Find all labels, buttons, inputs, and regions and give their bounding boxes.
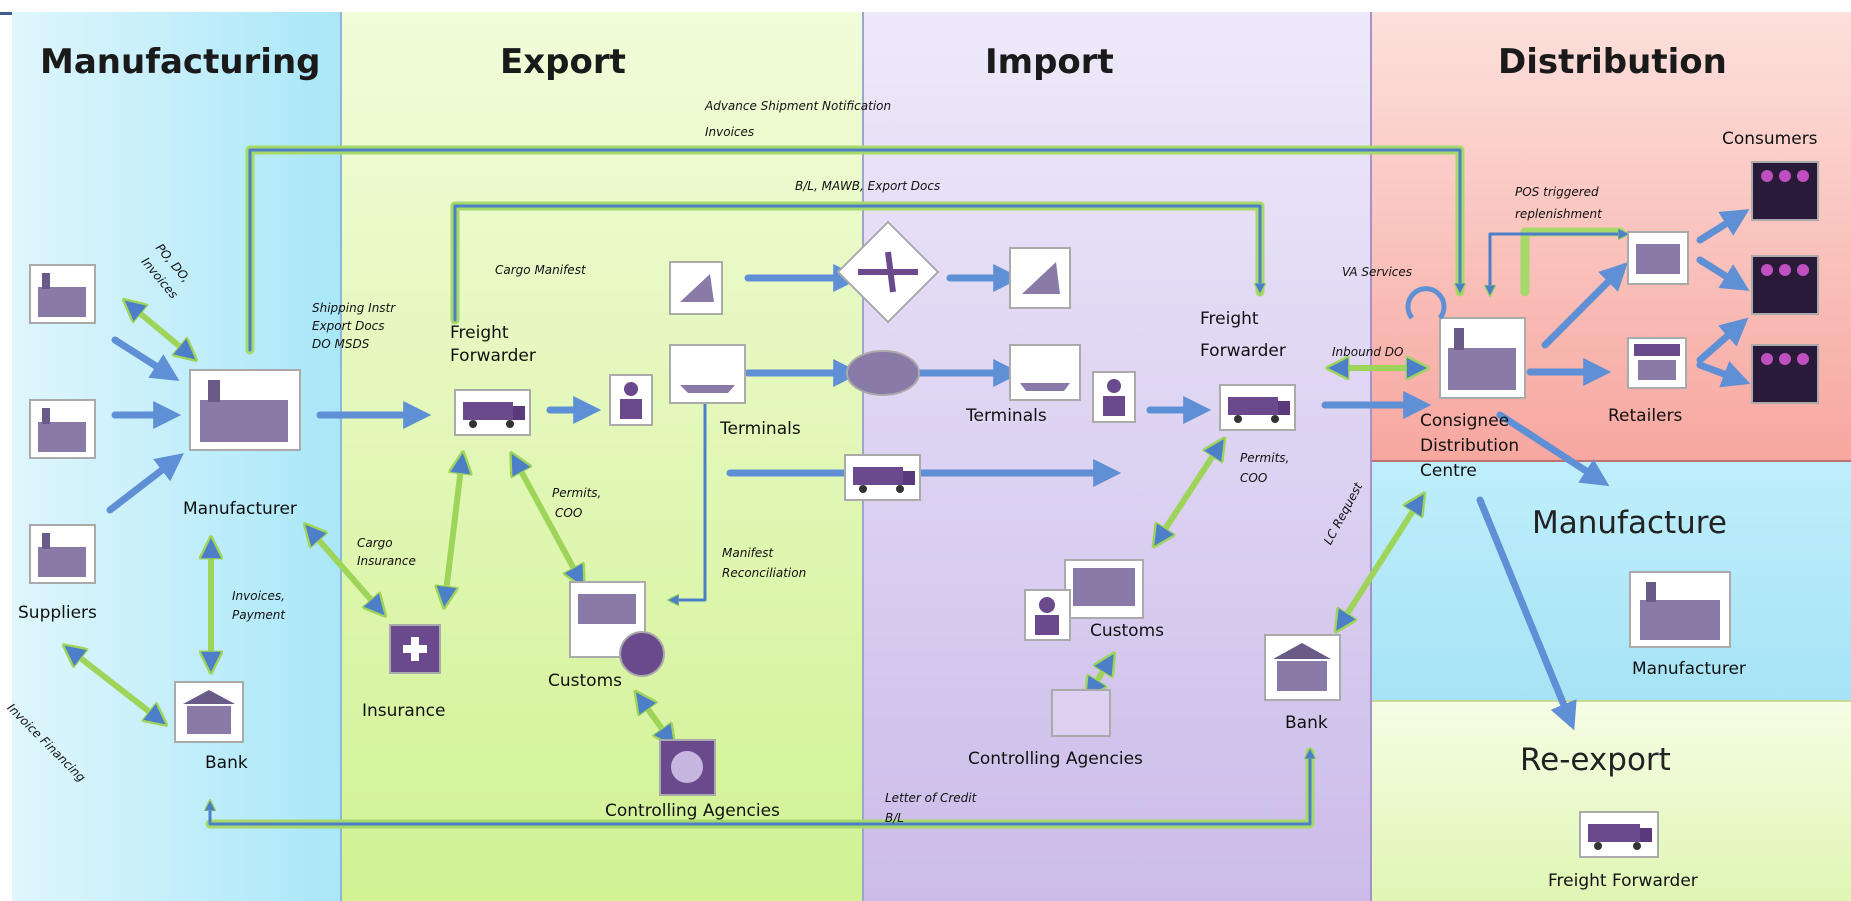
bank-icon-right	[1264, 634, 1341, 701]
bank-icon-left	[174, 681, 244, 743]
label-freight-forwarder-import-2: Forwarder	[1200, 341, 1286, 361]
agency-box-icon-import	[1051, 689, 1111, 737]
factory-icon-manufacturer	[189, 369, 301, 451]
label-insurance: Insurance	[362, 701, 446, 721]
label-consignee-3: Centre	[1420, 461, 1477, 481]
store-icon	[1627, 231, 1689, 285]
ship-icon-center	[846, 350, 920, 396]
label-controlling-agencies-import: Controlling Agencies	[968, 749, 1143, 769]
va-services-loop-icon	[1405, 286, 1447, 320]
note-loc-1: Letter of Credit	[885, 791, 977, 805]
factory-icon-supplier-3	[29, 524, 96, 584]
factory-icon-supplier-1	[29, 264, 96, 324]
note-va-services: VA Services	[1342, 265, 1413, 279]
note-asn-1: Advance Shipment Notification	[705, 99, 892, 113]
factory-icon-manufacture-zone	[1629, 571, 1731, 648]
note-invoices-pay-1: Invoices,	[232, 589, 285, 603]
lion-icon-agency-export	[659, 739, 716, 796]
label-terminals-export: Terminals	[720, 419, 801, 439]
truck-icon-import	[1219, 384, 1296, 431]
note-pos-1: POS triggered	[1515, 185, 1599, 199]
zone-title-distribution: Distribution	[1498, 42, 1727, 82]
consumers-icon-2	[1751, 255, 1819, 315]
label-bank-right: Bank	[1285, 713, 1328, 733]
label-freight-forwarder-export-2: Forwarder	[450, 346, 536, 366]
note-manifest-rec-1: Manifest	[722, 546, 774, 560]
note-shipping-2: Export Docs	[312, 319, 385, 333]
note-permits-import-2: COO	[1240, 471, 1268, 485]
note-cargo-ins-1: Cargo	[357, 536, 393, 550]
label-freight-forwarder-export-1: Freight	[450, 323, 509, 343]
label-terminals-import: Terminals	[966, 406, 1047, 426]
label-consignee-1: Consignee	[1420, 411, 1510, 431]
label-customs-import: Customs	[1090, 621, 1164, 641]
zone-title-manufacture: Manufacture	[1532, 505, 1727, 541]
crane-icon-export	[669, 261, 723, 315]
road-truck-icon	[844, 454, 921, 501]
customs-icon-import	[1024, 559, 1144, 641]
note-asn-2: Invoices	[705, 125, 755, 139]
note-inbound-do: Inbound DO	[1332, 345, 1404, 359]
consumers-icon-3	[1751, 344, 1819, 404]
label-bank-left: Bank	[205, 753, 248, 773]
label-manufacturer-dist: Manufacturer	[1632, 659, 1746, 679]
note-permits-export-2: COO	[555, 506, 583, 520]
label-manufacturer: Manufacturer	[183, 499, 297, 519]
note-shipping-1: Shipping Instr	[312, 301, 396, 315]
crane-icon-import	[1009, 247, 1071, 309]
note-manifest-rec-2: Reconciliation	[722, 566, 807, 580]
truck-icon-export	[454, 389, 531, 436]
label-consumers: Consumers	[1722, 129, 1818, 149]
zone-manufacture	[1372, 462, 1851, 702]
note-pos-2: replenishment	[1515, 207, 1602, 221]
ship-icon-export	[669, 344, 746, 404]
zone-title-reexport: Re-export	[1520, 742, 1671, 778]
zone-title-import: Import	[985, 42, 1114, 82]
note-loc-2: B/L	[885, 811, 904, 825]
consumers-icon-1	[1751, 161, 1819, 221]
zone-title-export: Export	[500, 42, 626, 82]
note-bl-mawb: B/L, MAWB, Export Docs	[795, 179, 941, 193]
note-shipping-3: DO MSDS	[312, 337, 370, 351]
truck-icon-reexport	[1579, 811, 1659, 858]
factory-icon-supplier-2	[29, 399, 96, 459]
note-invoices-pay-2: Payment	[232, 608, 286, 622]
note-cargo-manifest: Cargo Manifest	[495, 263, 586, 277]
officer-icon-import	[1092, 371, 1136, 423]
zone-title-manufacturing: Manufacturing	[40, 42, 321, 82]
plane-icon	[836, 220, 940, 324]
customs-icon-export	[569, 581, 665, 677]
label-controlling-agencies-export: Controlling Agencies	[605, 801, 780, 821]
label-consignee-2: Distribution	[1420, 436, 1520, 456]
note-permits-export-1: Permits,	[552, 486, 602, 500]
label-freight-forwarder-reexport: Freight Forwarder	[1548, 871, 1698, 891]
label-customs-export: Customs	[548, 671, 622, 691]
officer-icon-export	[609, 374, 653, 426]
note-cargo-ins-2: Insurance	[357, 554, 416, 568]
zone-reexport	[1372, 702, 1851, 901]
factory-icon-distribution-centre	[1439, 317, 1526, 399]
label-suppliers: Suppliers	[18, 603, 97, 623]
retail-shop-icon	[1627, 337, 1687, 389]
note-permits-import-1: Permits,	[1240, 451, 1290, 465]
ship-icon-import	[1009, 344, 1081, 401]
label-retailers: Retailers	[1608, 406, 1683, 426]
label-freight-forwarder-import-1: Freight	[1200, 309, 1259, 329]
insurance-icon	[389, 624, 441, 674]
